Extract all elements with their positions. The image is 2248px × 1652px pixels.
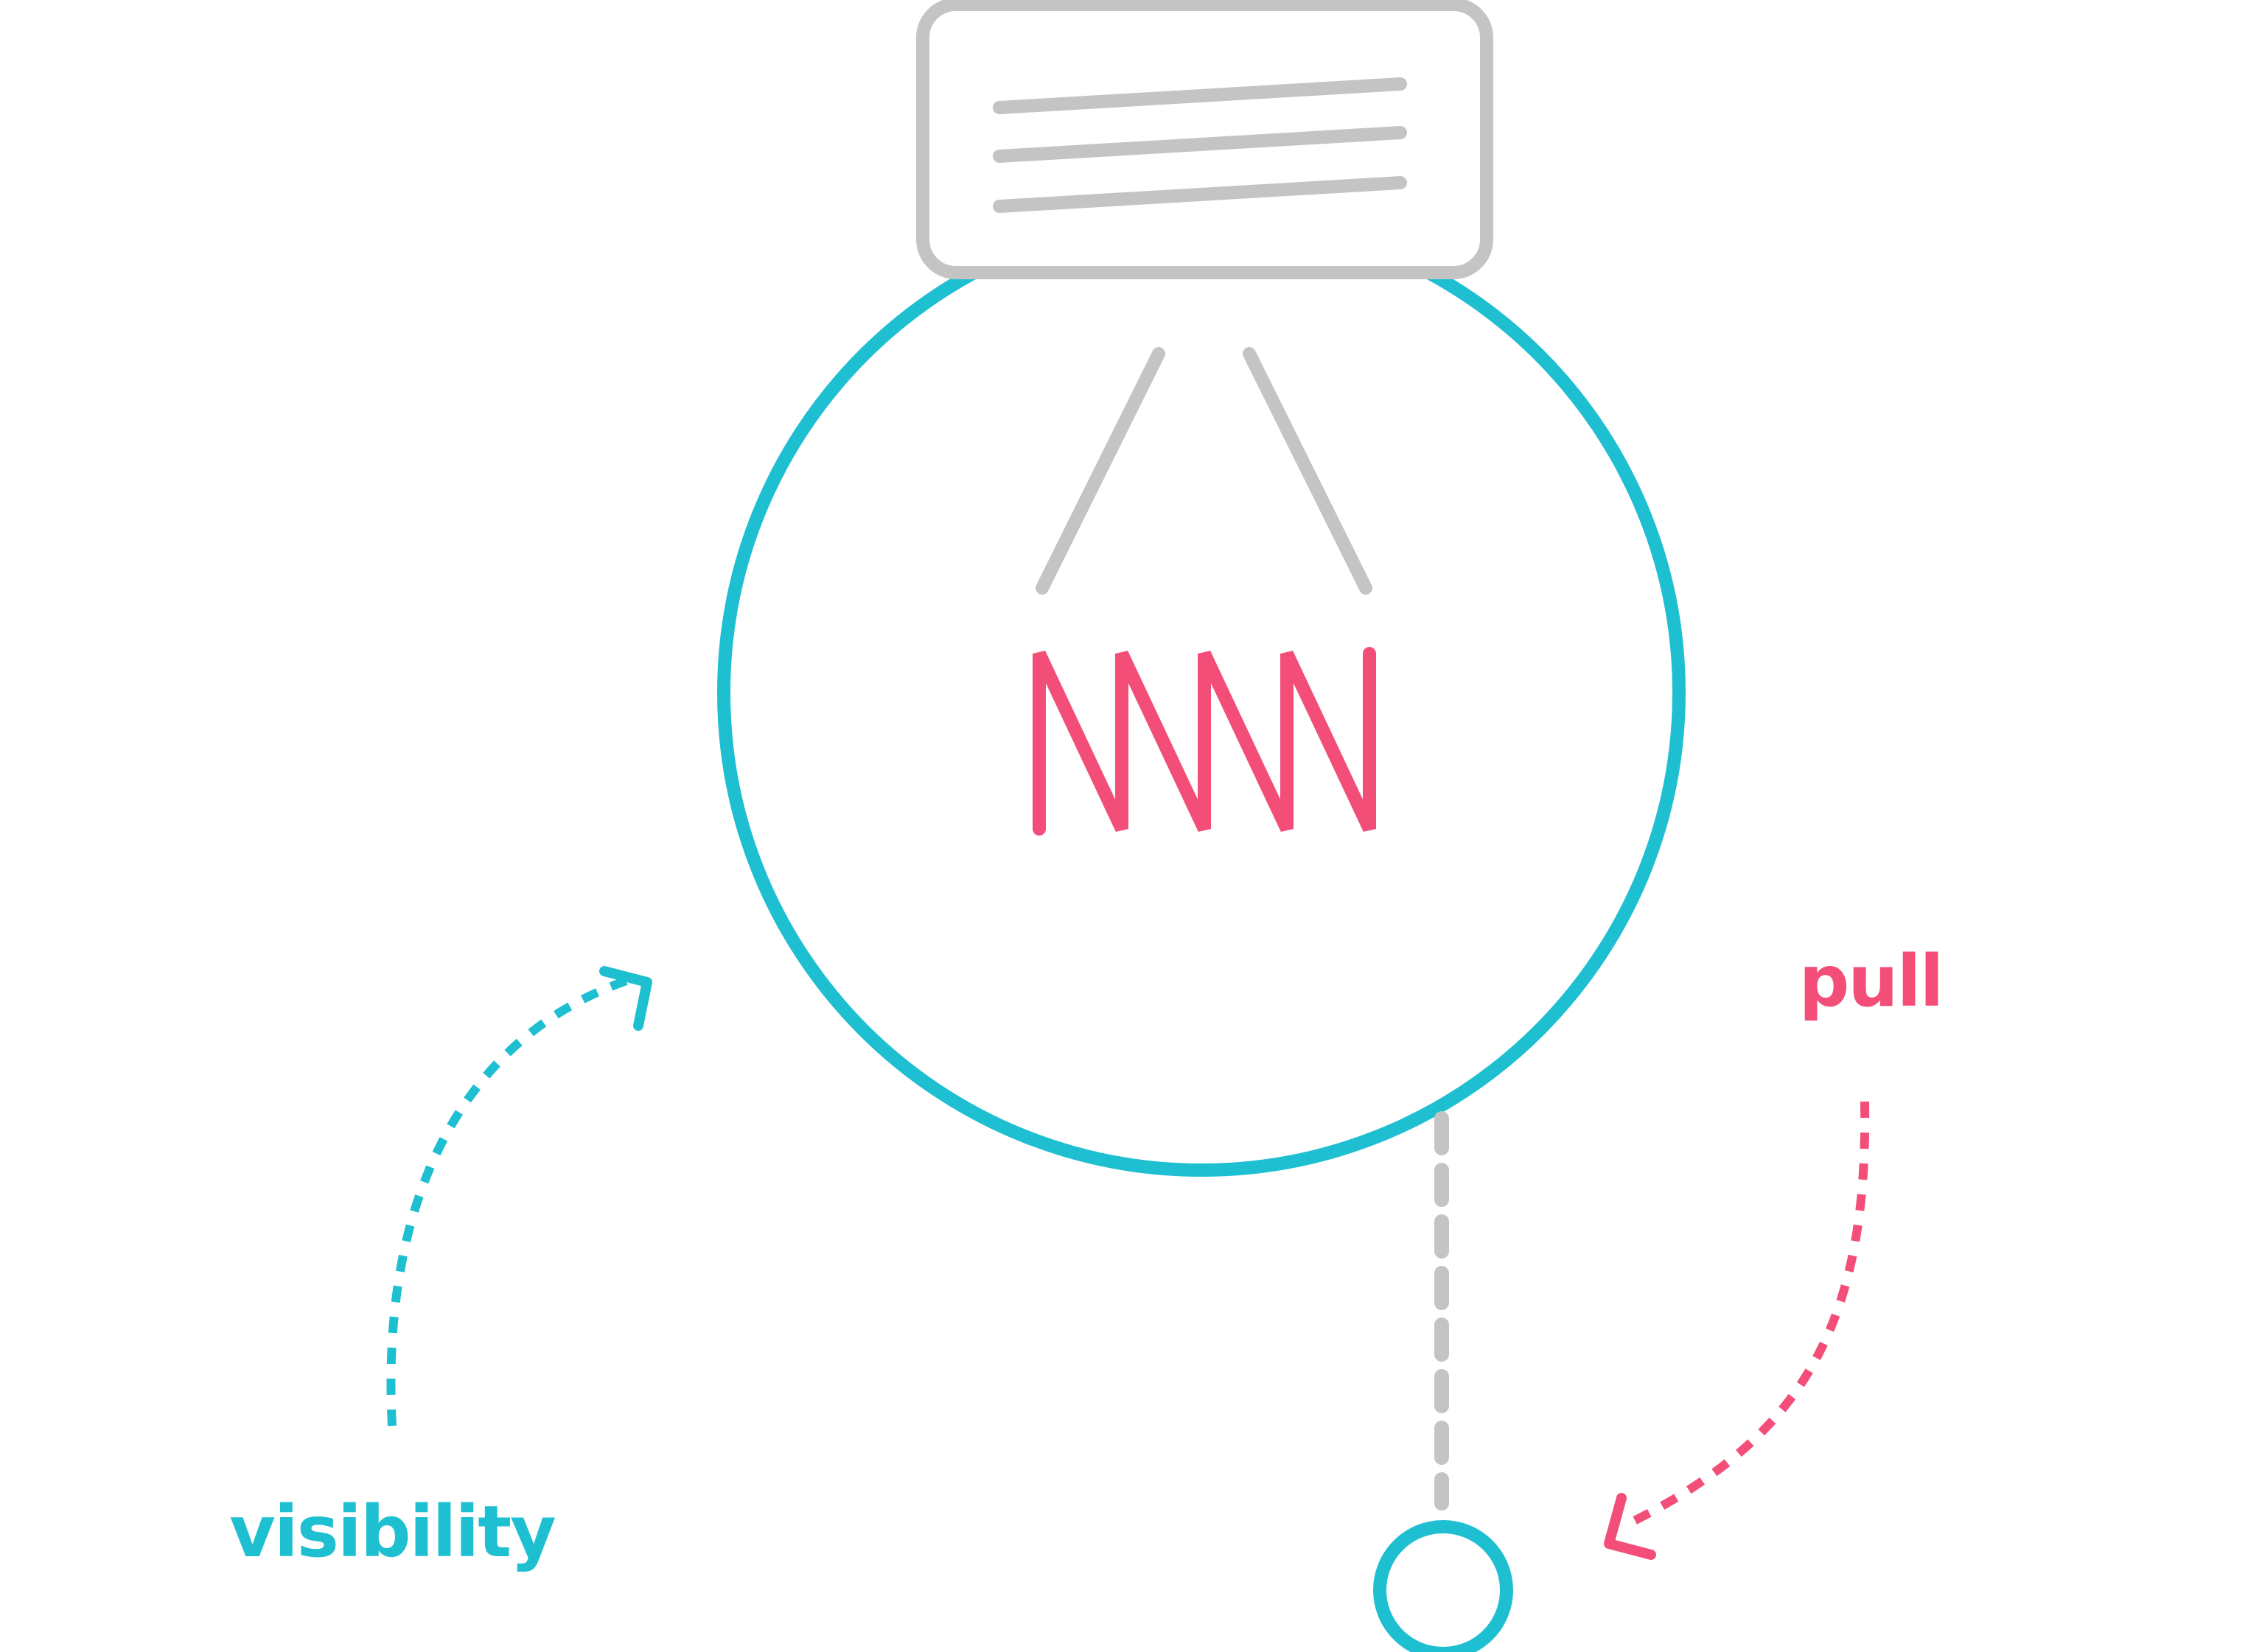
support-wire-left <box>1036 347 1165 595</box>
filament-icon <box>1033 647 1376 836</box>
filament-support-wires <box>1036 347 1372 595</box>
pull-label: pull <box>1799 940 1943 1023</box>
pull-arrow-curve <box>1623 1101 1870 1530</box>
pull-arrow <box>1604 1101 1870 1560</box>
visibility-arrow <box>386 966 652 1427</box>
bulb-cap-icon <box>916 0 1493 279</box>
bulb-cap-thread-1 <box>993 77 1407 114</box>
pull-ring-icon[interactable] <box>1373 1520 1513 1652</box>
visibility-arrowhead <box>599 966 652 1031</box>
bulb-cap-thread-2 <box>993 126 1407 163</box>
support-wire-right <box>1243 347 1372 595</box>
visibility-arrow-curve <box>386 972 641 1427</box>
bulb-cap-thread-3 <box>993 176 1407 213</box>
pull-arrowhead <box>1604 1493 1656 1560</box>
visibility-label: visibility <box>229 1491 555 1573</box>
